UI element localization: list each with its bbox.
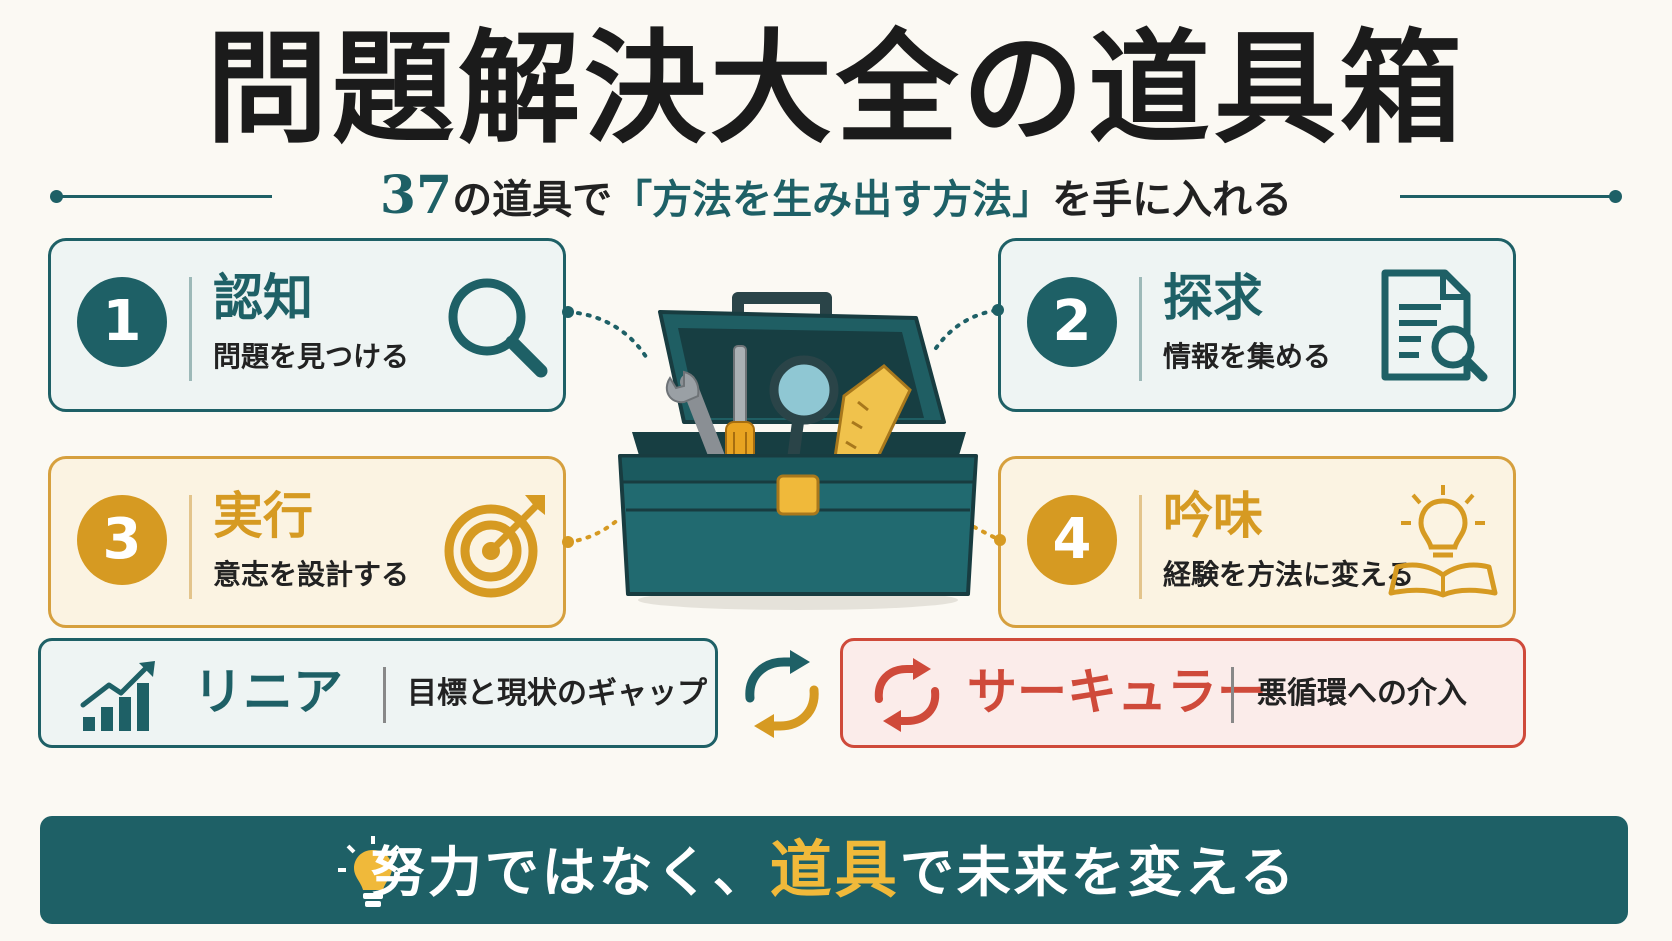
subtitle-pre: の道具で	[452, 177, 613, 223]
page-title: 問題解決大全の道具箱	[206, 16, 1466, 160]
connector-dots-3	[562, 516, 622, 548]
subtitle-dot-right	[1609, 190, 1622, 203]
banner-text: 努力ではなく、道具で未来を変える	[40, 816, 1628, 927]
card-title: 探求	[1163, 269, 1263, 327]
card-execution: 3 実行 意志を設計する	[48, 456, 566, 628]
growth-chart-icon	[80, 661, 155, 731]
linear-separator	[383, 667, 386, 723]
card-cognition: 1 認知 問題を見つける	[48, 238, 566, 412]
card-number-badge: 3	[77, 495, 167, 585]
magnifier-icon	[448, 278, 548, 378]
lightbulb-book-icon	[1388, 485, 1498, 598]
cycle-arrows-icon	[745, 650, 819, 738]
linear-title: リニア	[193, 663, 343, 721]
card-review: 4 吟味 経験を方法に変える	[998, 456, 1516, 628]
banner-post: で未来を変える	[899, 841, 1298, 904]
circular-title: サーキュラー	[967, 663, 1267, 721]
toolbox-illustration	[618, 292, 978, 610]
linear-description: 目標と現状のギャップ	[407, 676, 707, 711]
card-exploration: 2 探求 情報を集める	[998, 238, 1516, 412]
connector-dots-1	[562, 306, 650, 362]
lightbulb-icon	[338, 836, 408, 907]
connector-dots-2	[934, 304, 1004, 350]
card-separator	[1139, 495, 1142, 599]
circular-separator	[1231, 667, 1234, 723]
bottom-banner: 努力ではなく、道具で未来を変える	[40, 816, 1628, 924]
card-title: 実行	[213, 487, 313, 545]
card-separator	[189, 495, 192, 599]
subtitle-post: を手に入れる	[1052, 177, 1293, 223]
card-number-badge: 4	[1027, 495, 1117, 585]
card-separator	[189, 277, 192, 381]
target-arrow-icon	[444, 495, 545, 598]
circular-description: 悪循環への介入	[1257, 676, 1467, 711]
banner-highlight: 道具	[769, 833, 900, 906]
subtitle-line-left	[52, 195, 272, 198]
card-description: 意志を設計する	[213, 558, 410, 591]
refresh-arrows-icon	[874, 658, 940, 732]
card-number-badge: 2	[1027, 277, 1117, 367]
subtitle-highlight: 「方法を生み出す方法」	[612, 177, 1053, 223]
subtitle: 37の道具で「方法を生み出す方法」を手に入れる	[52, 168, 1620, 228]
card-number-badge: 1	[77, 277, 167, 367]
card-description: 経験を方法に変える	[1163, 558, 1415, 591]
subtitle-dot-left	[50, 190, 63, 203]
card-description: 問題を見つける	[213, 340, 410, 373]
subtitle-number: 37	[379, 165, 453, 226]
banner-pre: 努力ではなく、	[370, 841, 770, 904]
circular-strip: サーキュラー 悪循環への介入	[840, 638, 1526, 748]
subtitle-row: 37の道具で「方法を生み出す方法」を手に入れる	[50, 168, 1622, 224]
linear-strip: リニア 目標と現状のギャップ	[38, 638, 718, 748]
card-description: 情報を集める	[1163, 340, 1332, 373]
card-title: 認知	[213, 269, 313, 327]
card-separator	[1139, 277, 1142, 381]
card-title: 吟味	[1163, 487, 1263, 545]
document-search-icon	[1381, 269, 1488, 382]
subtitle-line-right	[1400, 195, 1620, 198]
